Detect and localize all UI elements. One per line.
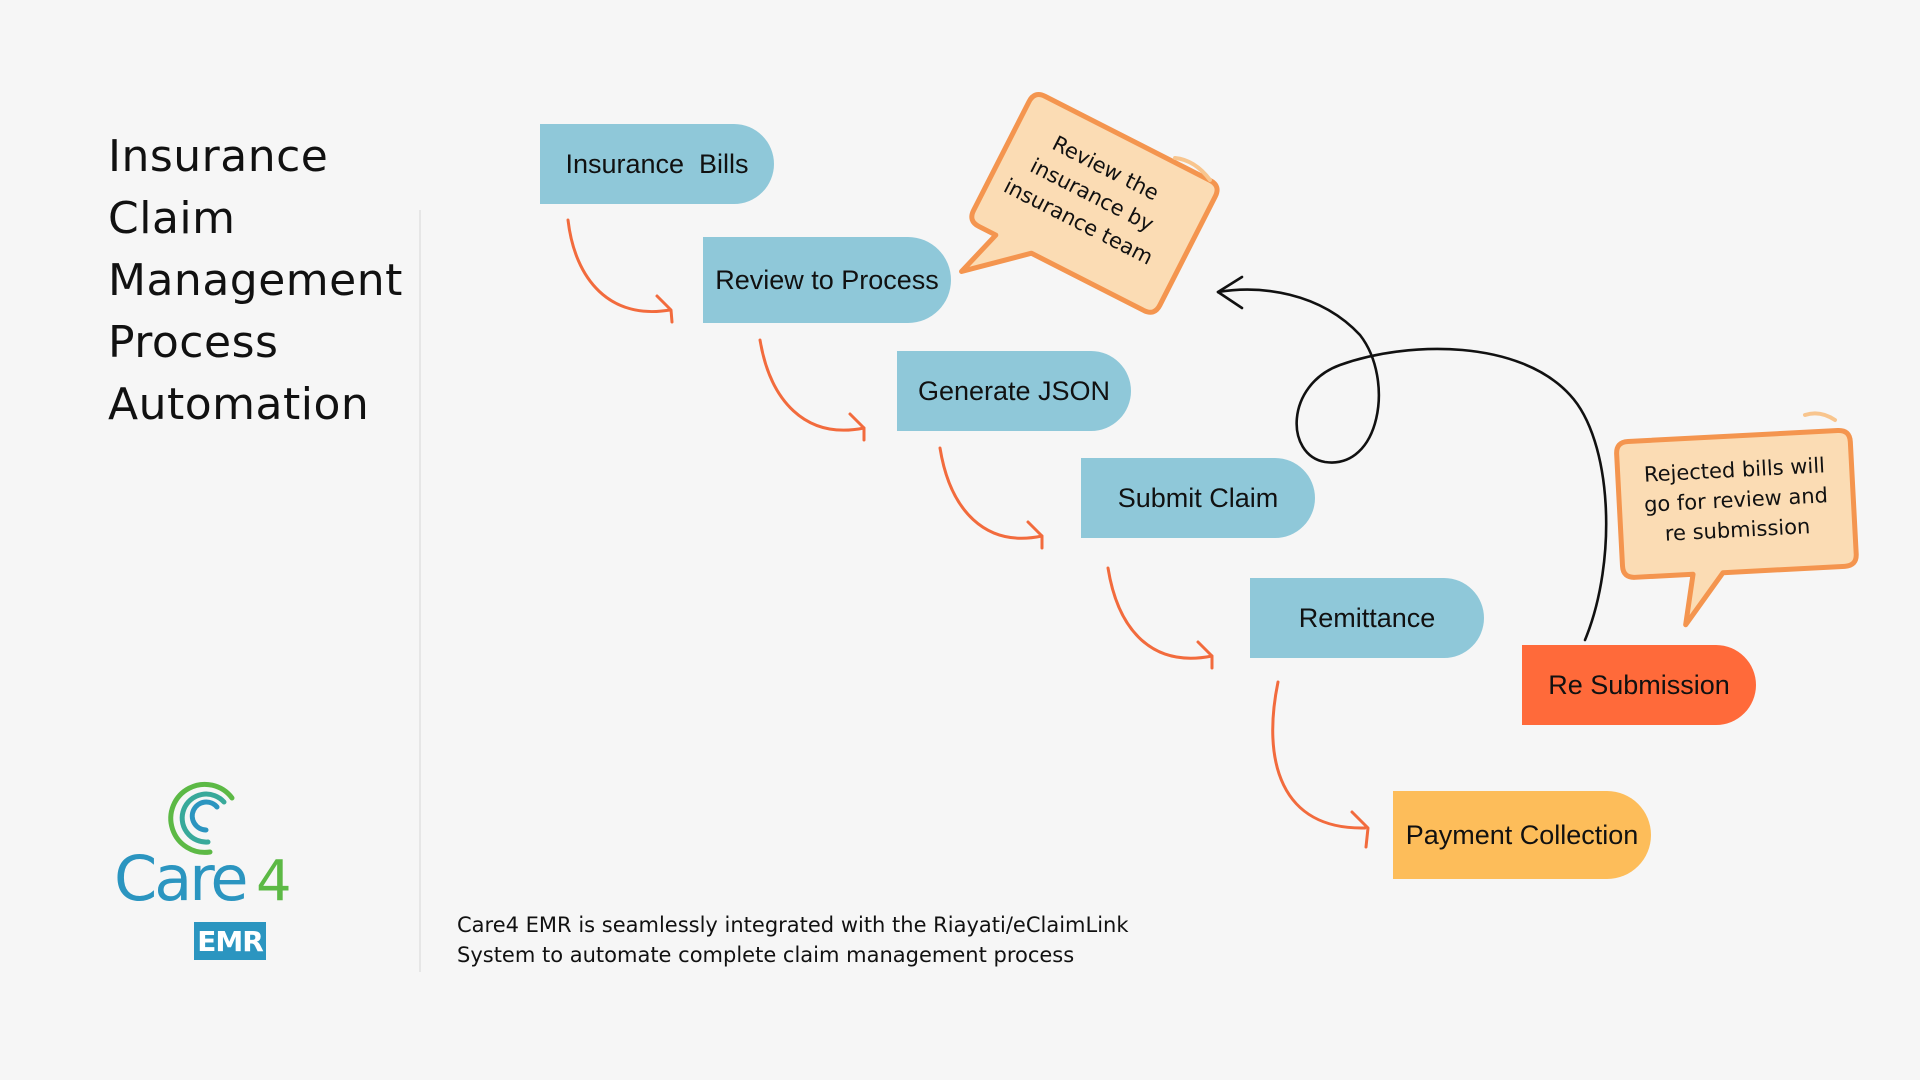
rejected-note-text: Rejected bills will go for review and re… [1620,449,1852,551]
review-note-bubble [959,92,1220,315]
step-submit-claim: Submit Claim [1081,458,1315,538]
title-line: Claim [108,193,236,244]
step-payment-collection: Payment Collection [1393,791,1651,879]
integration-caption: Care4 EMR is seamlessly integrated with … [457,910,1129,970]
care4-emr-logo: Care 4 EMR [110,770,300,970]
arrow-submit-to-remittance [1106,566,1214,660]
loop-arrow-head [1216,275,1244,310]
arrow-head [1196,640,1214,670]
sparkle-marks [1173,156,1837,422]
step-remittance: Remittance [1250,578,1484,658]
rejected-note-bubble [1614,428,1859,628]
arrow-head [1026,520,1044,550]
logo-number: 4 [256,849,292,914]
caption-line: Care4 EMR is seamlessly integrated with … [457,913,1129,937]
step-re-submission: Re Submission [1522,645,1756,725]
step-generate-json: Generate JSON [897,351,1131,431]
arrow-head [1350,810,1370,849]
arrow-bills-to-review [566,218,672,313]
arrow-json-to-submit [938,446,1044,540]
title-line: Automation [108,379,370,430]
title-line: Process [108,317,279,368]
arrow-remittance-to-payment [1271,680,1367,830]
arrow-head [848,412,866,442]
signal-arcs-icon [168,781,235,855]
step-review-to-process: Review to Process [703,237,951,323]
title-line: Management [108,255,403,306]
logo-wordmark: Care [114,842,249,915]
caption-line: System to automate complete claim manage… [457,943,1075,967]
step-insurance-bills: Insurance Bills [540,124,774,204]
logo-emr-badge: EMR [194,922,266,960]
title-line: Insurance [108,131,329,182]
arrow-review-to-json [758,338,866,432]
loop-arrow-resubmission [1216,288,1608,642]
vertical-divider [419,210,421,972]
arrow-head [655,294,674,324]
